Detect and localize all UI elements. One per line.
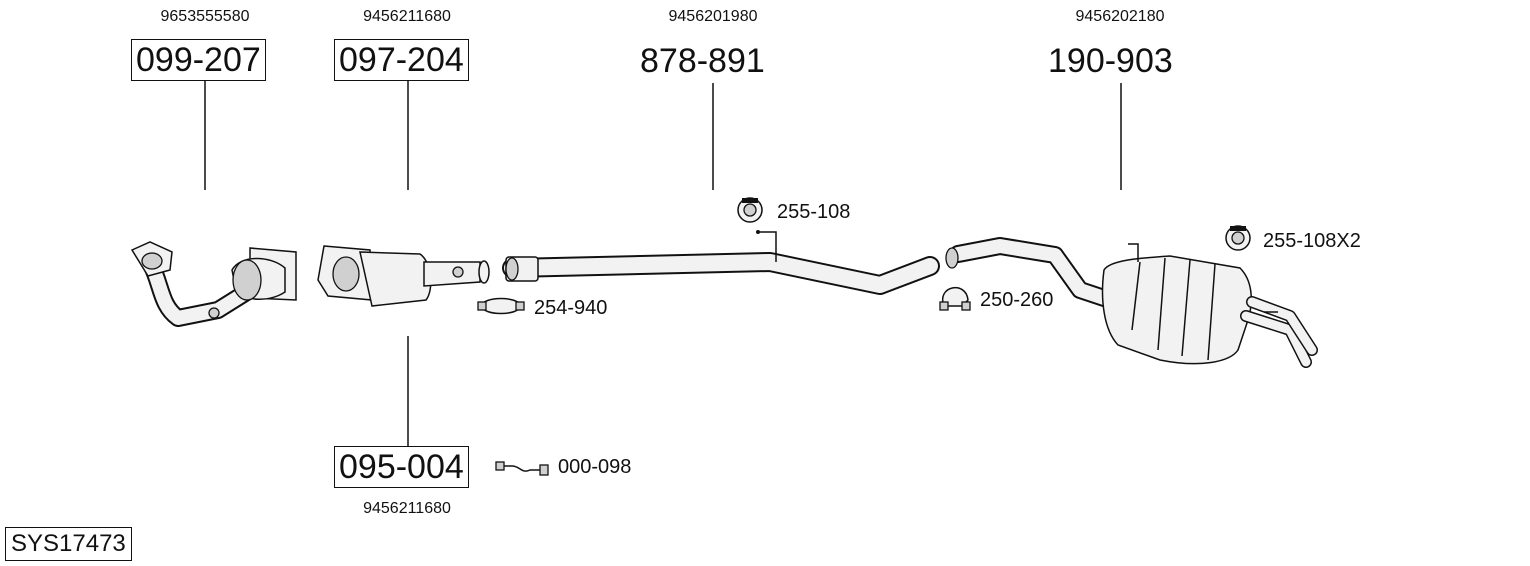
accessory-label-clamp-front[interactable]: 254-940	[534, 297, 608, 319]
oem-number-rear-silencer: 9456202180	[1075, 8, 1165, 25]
part-number-front-cat[interactable]: 095-004	[334, 446, 469, 488]
rear-silencer-drawing[interactable]	[945, 237, 1318, 368]
clamp-icon-front	[477, 297, 525, 315]
oem-number-middle-pipe: 9456201980	[668, 8, 758, 25]
part-number-cat1[interactable]: 099-207	[131, 39, 266, 81]
system-id-label: SYS17473	[5, 527, 132, 561]
oem-number-front-cat: 9456211680	[363, 500, 451, 517]
clamp-icon-rear	[939, 286, 971, 311]
cat2-drawing[interactable]	[317, 245, 490, 307]
hanger-icon-mid	[737, 197, 763, 223]
oem-number-cat2: 9456211680	[363, 8, 451, 25]
part-number-cat2[interactable]: 097-204	[334, 39, 469, 81]
lambda-sensor-icon	[495, 461, 549, 476]
cat1-drawing[interactable]	[130, 241, 297, 327]
accessory-label-hanger-mid[interactable]: 255-108	[777, 201, 851, 223]
part-number-middle-pipe[interactable]: 878-891	[640, 42, 765, 80]
part-number-rear-silencer[interactable]: 190-903	[1048, 42, 1173, 80]
oem-number-cat1: 9653555580	[160, 8, 250, 25]
accessory-label-clamp-rear[interactable]: 250-260	[980, 289, 1054, 311]
accessory-label-hanger-rear[interactable]: 255-108X2	[1263, 230, 1361, 252]
hanger-icon-rear	[1225, 225, 1251, 251]
accessory-label-sensor[interactable]: 000-098	[558, 456, 632, 478]
middle-pipe-drawing[interactable]	[502, 230, 940, 295]
